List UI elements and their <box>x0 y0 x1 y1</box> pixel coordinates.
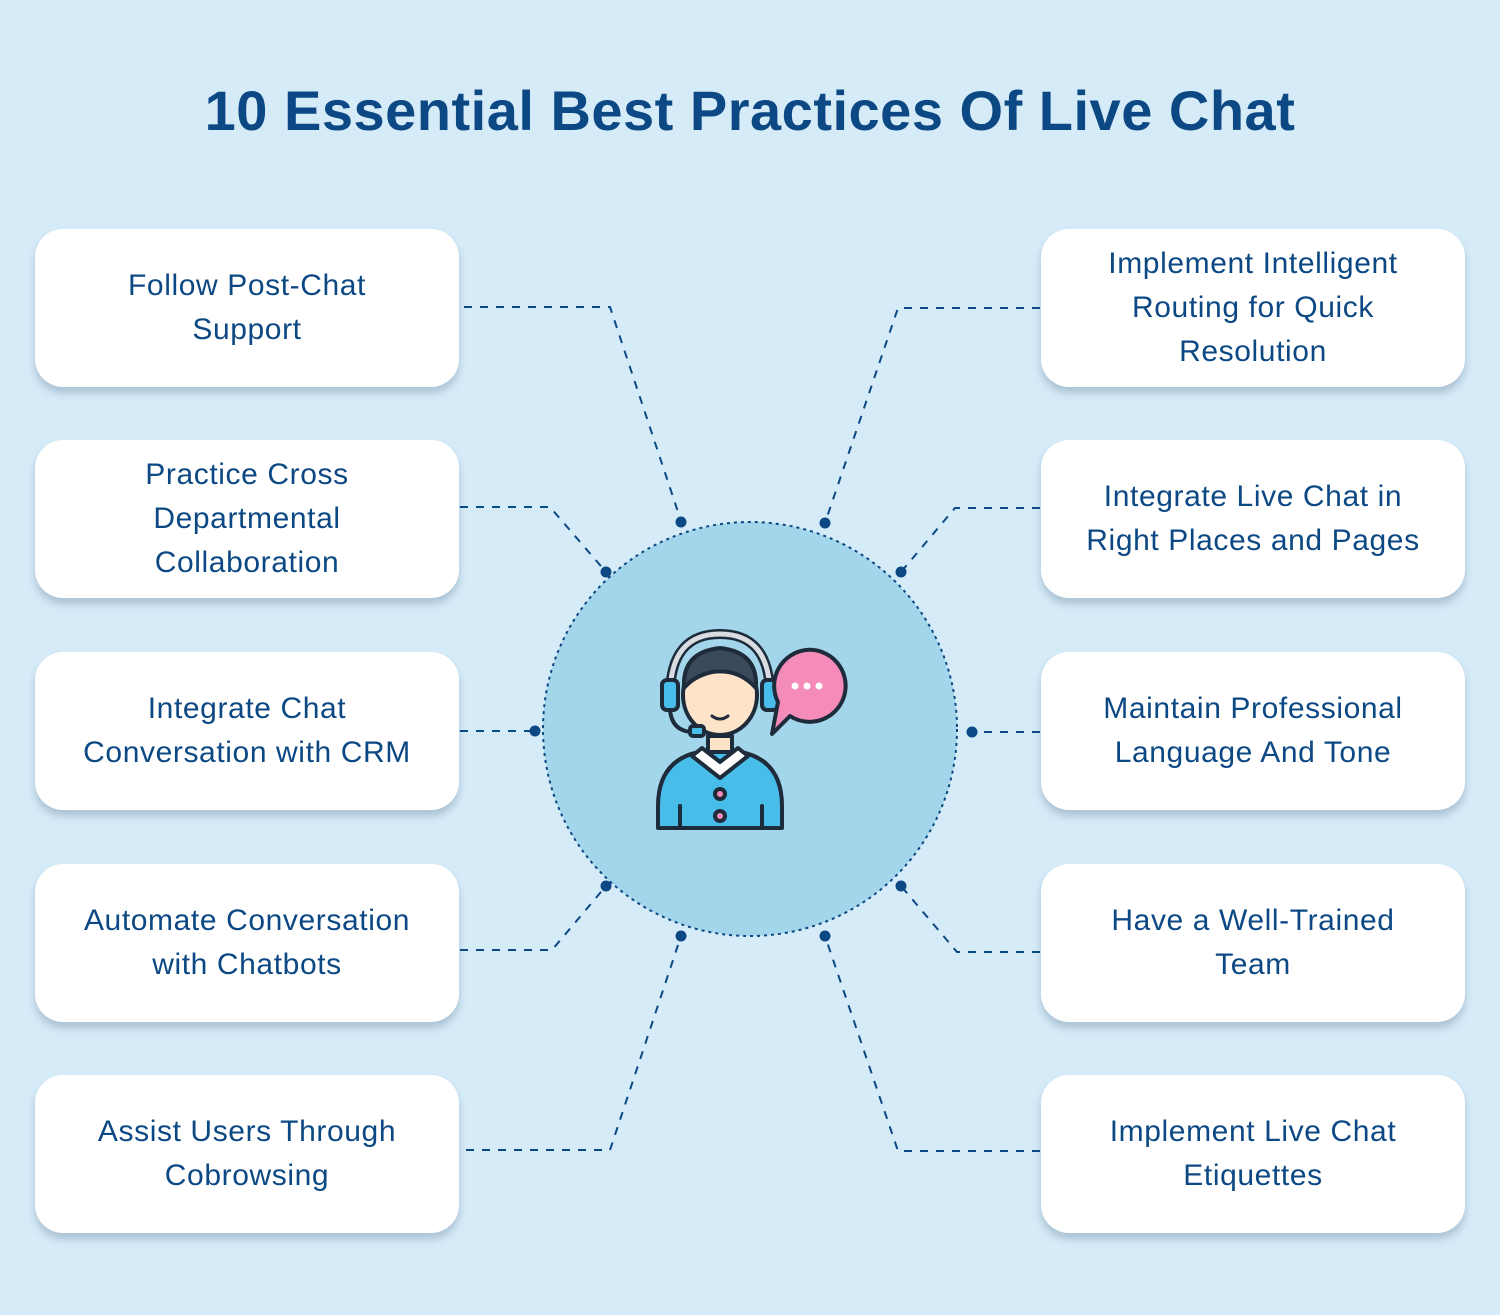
practice-card-integrate-chat-crm: Integrate Chat Conversation with CRM <box>35 652 459 810</box>
connector-right-5 <box>824 935 1040 1152</box>
practice-card-cross-departmental-collaboration: Practice Cross Departmental Collaboratio… <box>35 440 459 598</box>
connector-left-5 <box>466 935 682 1151</box>
connector-left-1 <box>464 306 682 522</box>
connector-dots <box>529 516 978 942</box>
center-circle <box>542 521 958 937</box>
practice-card-label: Integrate Live Chat in Right Places and … <box>1086 480 1420 557</box>
practice-card-live-chat-etiquettes: Implement Live Chat Etiquettes <box>1041 1075 1465 1233</box>
practice-card-label: Have a Well-Trained Team <box>1111 904 1395 981</box>
practice-card-label: Maintain Professional Language And Tone <box>1103 692 1403 769</box>
practice-card-label: Implement Live Chat Etiquettes <box>1109 1115 1397 1192</box>
practice-card-intelligent-routing: Implement Intelligent Routing for Quick … <box>1041 229 1465 387</box>
practice-card-right-places-pages: Integrate Live Chat in Right Places and … <box>1041 440 1465 598</box>
connector-left-4 <box>460 885 607 951</box>
connector-left-2 <box>460 506 607 573</box>
practice-card-professional-language: Maintain Professional Language And Tone <box>1041 652 1465 810</box>
connector-right-4 <box>900 885 1040 953</box>
connector-right-2 <box>900 507 1040 573</box>
practice-card-cobrowsing: Assist Users Through Cobrowsing <box>35 1075 459 1233</box>
diagram-title: 10 Essential Best Practices Of Live Chat <box>204 79 1296 142</box>
practice-card-label: Implement Intelligent Routing for Quick … <box>1108 247 1398 368</box>
practice-card-label: Assist Users Through Cobrowsing <box>97 1115 397 1192</box>
practice-card-well-trained-team: Have a Well-Trained Team <box>1041 864 1465 1022</box>
practice-card-automate-chatbots: Automate Conversation with Chatbots <box>35 864 459 1022</box>
practice-card-follow-post-chat-support: Follow Post-Chat Support <box>35 229 459 387</box>
chat-bubble-icon <box>770 647 848 736</box>
practice-card-label: Integrate Chat Conversation with CRM <box>83 692 411 769</box>
practice-card-label: Automate Conversation with Chatbots <box>83 904 411 981</box>
customer-support-agent-icon <box>656 629 784 830</box>
practice-card-label: Practice Cross Departmental Collaboratio… <box>145 458 349 579</box>
practice-card-label: Follow Post-Chat Support <box>127 269 366 346</box>
connector-right-1 <box>824 307 1040 524</box>
